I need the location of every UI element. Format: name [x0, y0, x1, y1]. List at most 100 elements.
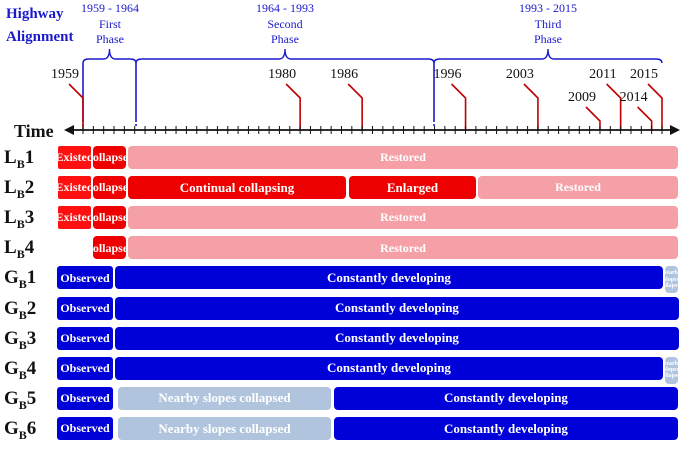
phase-word-1: Phase [96, 32, 124, 46]
year-marker-line-1980 [285, 83, 301, 130]
row-label-gb5: GB5 [4, 387, 37, 411]
year-label-2003: 2003 [506, 67, 534, 82]
row-label-number: 2 [26, 297, 37, 319]
year-label-2009: 2009 [568, 90, 596, 105]
lb2-enlarged-bar: Enlarged [349, 176, 476, 200]
gb5-developing-bar: Constantly developing [334, 386, 678, 410]
phase-brace-2 [135, 48, 435, 64]
row-label-subscript: B [18, 427, 27, 442]
row-label-subscript: B [16, 187, 25, 202]
row-label-number: 1 [26, 267, 37, 289]
gb5-observed-bar: Observed [57, 386, 113, 410]
phase-range-2: 1964 - 1993 [256, 1, 314, 15]
year-label-2014: 2014 [620, 90, 648, 105]
phase-brace-1 [82, 48, 137, 64]
year-marker-line-2011 [606, 83, 622, 130]
row-label-number: 4 [24, 237, 35, 259]
lb2-restored-bar: Restored [478, 176, 678, 200]
lb1-collapsed-bar: Collapsed [93, 146, 126, 169]
gb6-nearby-bar: Nearby slopes collapsed [118, 416, 331, 440]
row-label-number: 2 [24, 177, 35, 199]
time-axis-right-arrow [670, 125, 680, 135]
lb2-continual-bar: Continual collapsing [128, 176, 346, 200]
phase-word-2: Phase [271, 32, 299, 46]
gb1-observed-bar: Observed [57, 266, 113, 290]
gb4-developing-bar: Constantly developing [115, 356, 663, 380]
row-label-base: L [4, 237, 17, 259]
row-label-gb2: GB2 [4, 297, 37, 321]
row-label-number: 4 [26, 357, 37, 379]
gb6-developing-bar: Constantly developing [334, 416, 678, 440]
lb3-collapsed-bar: Collapsed [93, 206, 126, 230]
row-label-base: L [4, 177, 17, 199]
row-label-subscript: B [18, 397, 27, 412]
row-label-base: G [4, 417, 19, 439]
phase-range-3: 1993 - 2015 [519, 1, 577, 15]
row-label-number: 5 [26, 387, 37, 409]
lb3-restored-bar: Restored [128, 206, 678, 230]
gb1-nearby-small-bar: Nearby slopes collapsed [665, 266, 678, 294]
row-label-subscript: B [18, 367, 27, 382]
row-label-subscript: B [16, 217, 25, 232]
lb3-existed-bar: Existed [58, 206, 91, 230]
row-label-subscript: B [16, 157, 25, 171]
row-label-number: 3 [26, 327, 37, 349]
gb3-observed-bar: Observed [57, 326, 113, 350]
lb2-existed-bar: Existed [58, 176, 91, 200]
row-label-gb4: GB4 [4, 357, 37, 381]
row-label-gb6: GB6 [4, 417, 37, 441]
year-label-2011: 2011 [589, 67, 616, 82]
row-label-number: 6 [26, 417, 37, 439]
gb4-nearby-small-bar: Nearby slopes collapsed [665, 356, 678, 384]
row-label-number: 3 [24, 207, 35, 229]
lb4-restored-bar: Restored [128, 236, 678, 260]
year-marker-line-2003 [523, 83, 539, 130]
year-label-1986: 1986 [330, 67, 358, 82]
time-axis-left-arrow [64, 125, 74, 135]
year-label-1996: 1996 [434, 67, 462, 82]
row-label-base: G [4, 267, 19, 289]
lb2-collapsed-bar: Collapsed [93, 176, 126, 200]
row-label-subscript: B [16, 247, 25, 262]
phase-range-1: 1959 - 1964 [81, 1, 139, 15]
row-label-base: L [4, 207, 17, 229]
row-label-number: 1 [24, 147, 35, 168]
highway-label-line2: Alignment [6, 29, 74, 45]
year-marker-line-2009 [585, 106, 601, 130]
gb4-observed-bar: Observed [57, 356, 113, 380]
phase-word-3: Phase [534, 32, 562, 46]
year-label-1959: 1959 [51, 67, 79, 82]
year-marker-line-2015 [647, 83, 663, 130]
lb1-restored-bar: Restored [128, 146, 678, 169]
row-label-base: G [4, 297, 19, 319]
year-label-1980: 1980 [268, 67, 296, 82]
row-label-lb3: LB3 [4, 207, 35, 230]
row-label-subscript: B [18, 337, 27, 352]
row-label-lb4: LB4 [4, 237, 35, 260]
row-label-base: G [4, 387, 19, 409]
row-label-gb1: GB1 [4, 267, 37, 290]
gb5-nearby-bar: Nearby slopes collapsed [118, 386, 331, 410]
row-label-gb3: GB3 [4, 327, 37, 351]
row-label-lb1: LB1 [4, 147, 35, 170]
year-label-2015: 2015 [630, 67, 658, 82]
lb4-collapsed-bar: Collapsed [93, 236, 126, 260]
year-marker-line-1959 [68, 83, 84, 130]
phase-name-2: Second [267, 17, 302, 31]
highway-label-line1: Highway [6, 6, 64, 22]
row-label-base: G [4, 357, 19, 379]
row-label-lb2: LB2 [4, 177, 35, 200]
year-marker-line-1996 [450, 83, 467, 130]
row-label-base: G [4, 327, 19, 349]
row-label-base: L [4, 147, 17, 168]
gb1-developing-bar: Constantly developing [115, 266, 663, 290]
row-label-subscript: B [18, 277, 27, 292]
phase-name-3: Third [535, 17, 562, 31]
gb6-observed-bar: Observed [57, 416, 113, 440]
gb3-developing-bar: Constantly developing [115, 326, 679, 350]
year-marker-line-2014 [637, 106, 653, 130]
gb2-observed-bar: Observed [57, 296, 113, 320]
phase-name-1: First [99, 17, 122, 31]
